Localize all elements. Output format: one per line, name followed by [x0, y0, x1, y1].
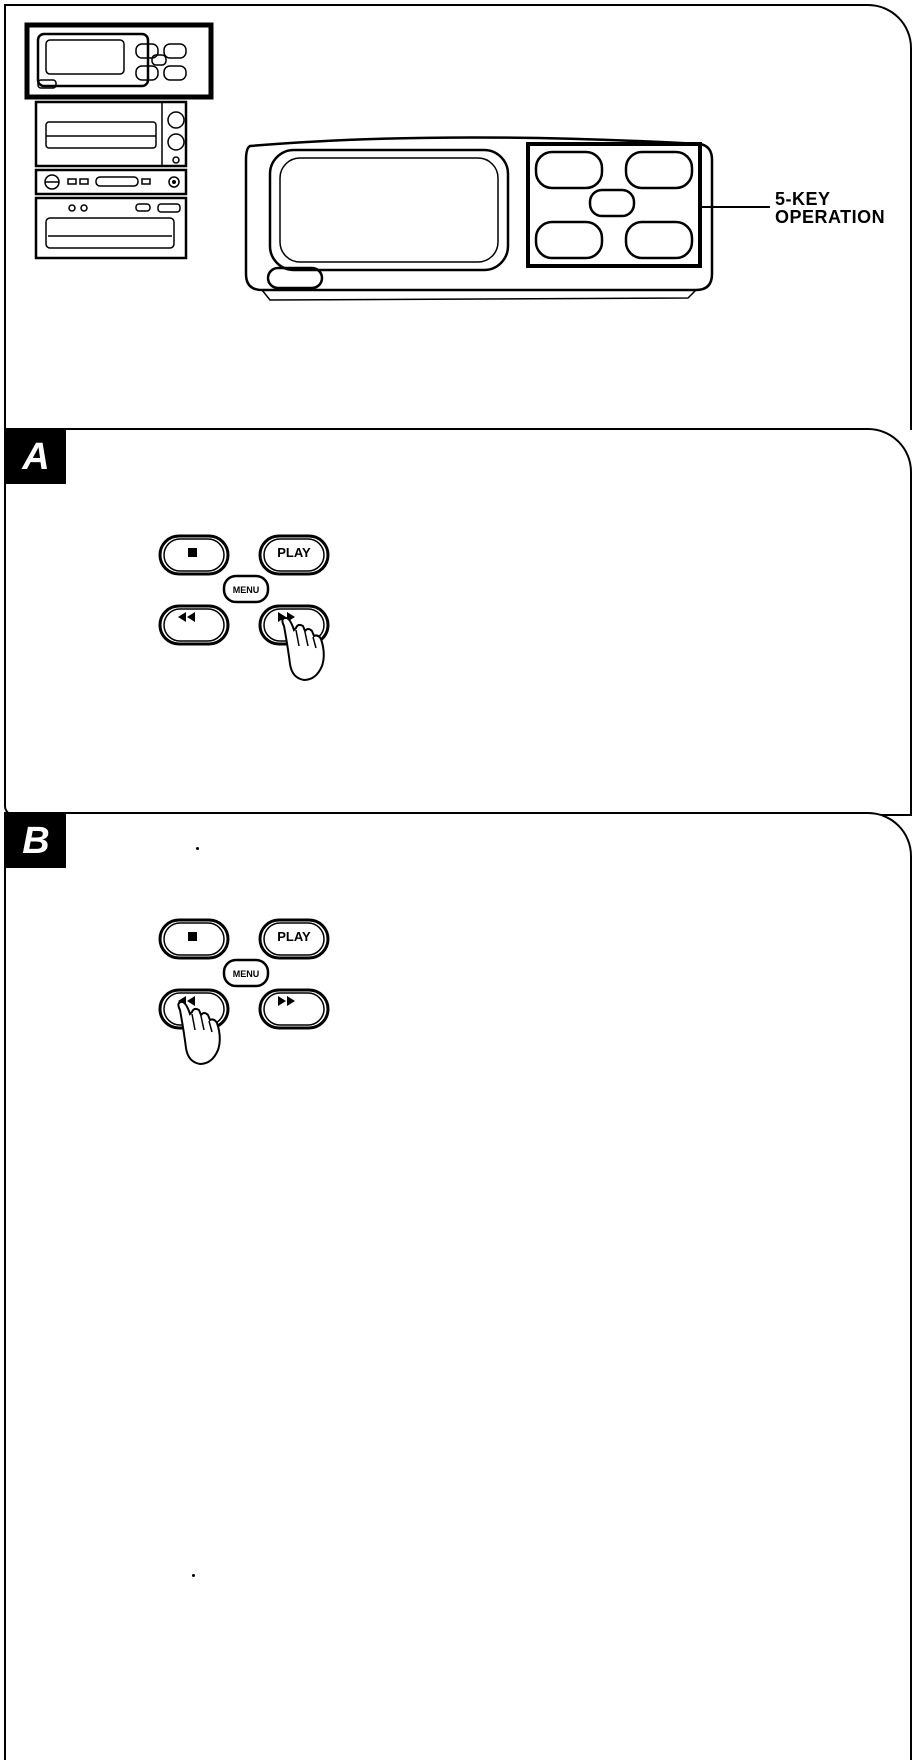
pointing-hand-icon: [281, 616, 325, 682]
stop-icon: [188, 932, 197, 941]
fast-forward-key[interactable]: [258, 988, 330, 1030]
section-a-keypad: PLAY MENU: [158, 534, 330, 682]
menu-key-label: MENU: [233, 969, 260, 979]
pointing-hand-icon: [177, 1000, 221, 1066]
section-a-badge: A: [6, 430, 66, 484]
menu-key-label: MENU: [233, 585, 260, 595]
section-b-keypad: PLAY MENU: [158, 918, 330, 1066]
rewind-key[interactable]: [158, 604, 230, 646]
rewind-icon: [178, 612, 195, 622]
callout-line-2: OPERATION: [775, 207, 886, 227]
five-key-operation-label: 5-KEY OPERATION: [775, 190, 885, 226]
stop-icon: [188, 548, 197, 557]
menu-key[interactable]: MENU: [222, 574, 270, 604]
fast-forward-icon: [278, 612, 295, 622]
stop-key[interactable]: [158, 918, 230, 960]
stop-key[interactable]: [158, 534, 230, 576]
play-key[interactable]: PLAY: [258, 918, 330, 960]
stray-dot: [192, 1574, 195, 1577]
stereo-system-illustration: [24, 22, 214, 260]
callout-line-1: 5-KEY: [775, 189, 831, 209]
section-b-panel: B PLAY MENU: [4, 812, 912, 1760]
play-key[interactable]: PLAY: [258, 534, 330, 576]
fast-forward-icon: [278, 996, 295, 1006]
section-a-panel: A PLAY MENU: [4, 428, 912, 816]
stray-dot: [196, 847, 199, 850]
callout-leader-line: [700, 206, 770, 208]
overview-panel: 5-KEY OPERATION: [4, 4, 912, 430]
section-b-badge: B: [6, 814, 66, 868]
control-panel-closeup: [244, 136, 714, 301]
play-key-label: PLAY: [277, 545, 311, 560]
menu-key[interactable]: MENU: [222, 958, 270, 988]
play-key-label: PLAY: [277, 929, 311, 944]
